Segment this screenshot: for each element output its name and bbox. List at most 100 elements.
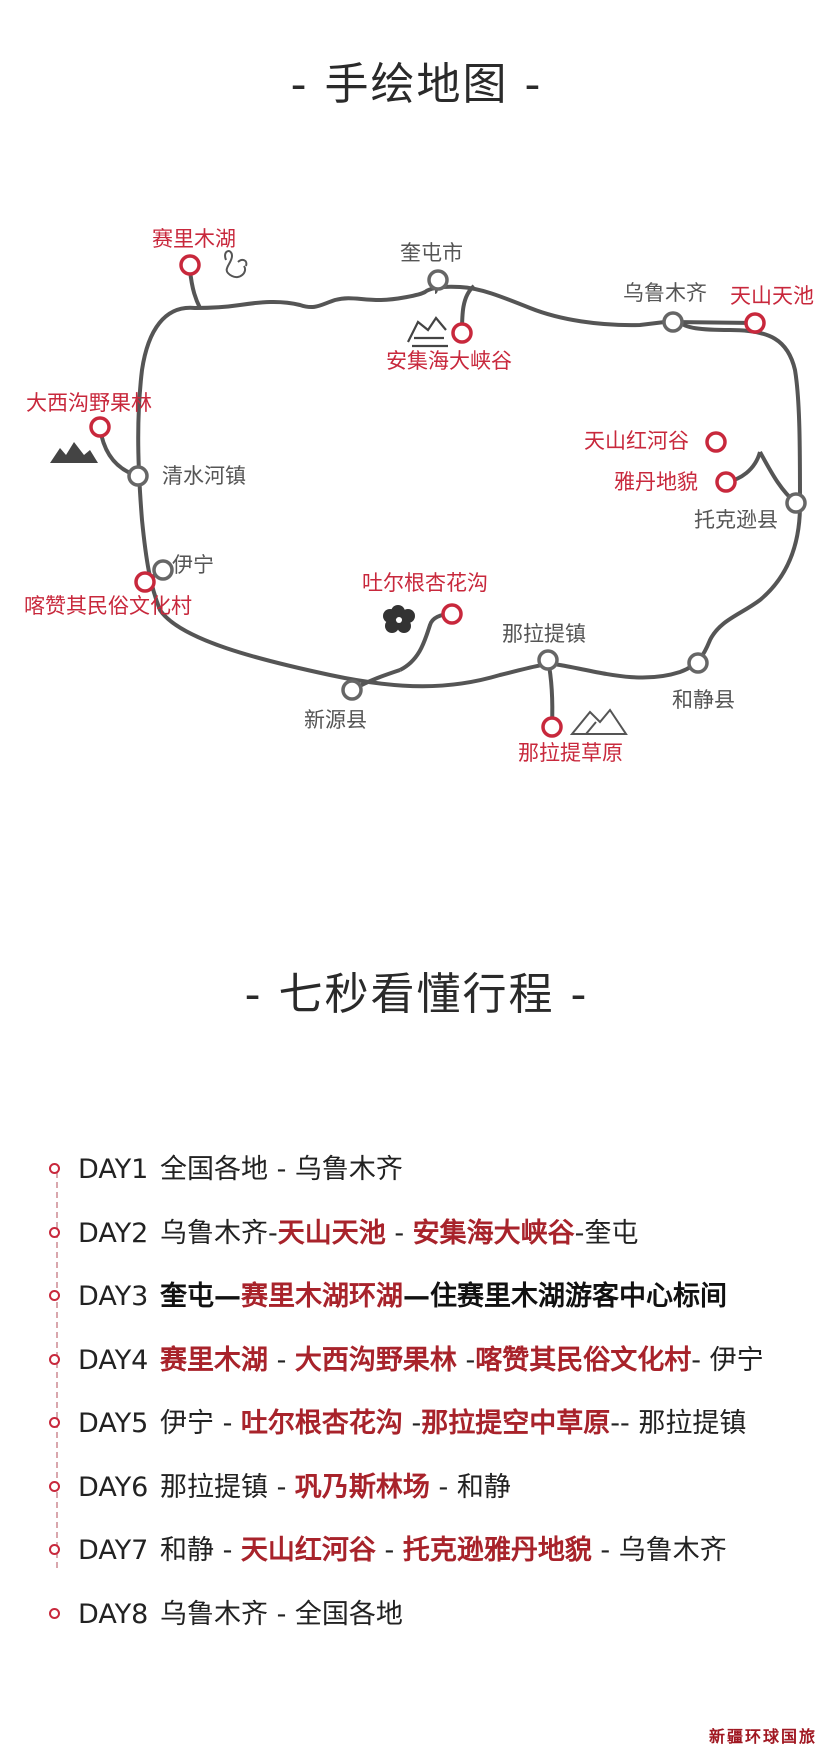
label-xinyuan: 新源县 (304, 708, 367, 732)
node-xinyuan (341, 679, 363, 701)
label-urumqi: 乌鲁木齐 (623, 281, 707, 305)
route-text: - 和静 (429, 1472, 511, 1503)
node-kazan (134, 571, 156, 593)
route-text: 全国各地 - 乌鲁木齐 (160, 1154, 403, 1185)
node-hejing (687, 652, 709, 674)
node-nalati-town (537, 649, 559, 671)
day-route: 乌鲁木齐-天山天池 - 安集海大峡谷-奎屯 (160, 1214, 638, 1254)
watermark: 新疆环球国旅 (708, 1727, 817, 1746)
label-nalati-grassland: 那拉提草原 (518, 741, 623, 765)
route-text: - (402, 1408, 422, 1439)
itinerary-section-title: - 七秒看懂行程 - (244, 969, 589, 1020)
node-yardang (715, 471, 737, 493)
route-text: 奎屯— (160, 1281, 241, 1312)
route-text: 那拉提镇 - (160, 1472, 295, 1503)
day-label: DAY8 (78, 1599, 149, 1630)
node-urumqi (662, 311, 684, 333)
label-yardang: 雅丹地貌 (614, 470, 698, 494)
route-text: - (385, 1218, 413, 1249)
route-attraction: 赛里木湖 (160, 1345, 268, 1376)
label-qingshuihe: 清水河镇 (162, 464, 246, 488)
route-text: - (268, 1345, 295, 1376)
label-nalati-town: 那拉提镇 (502, 622, 586, 646)
timeline-dot (49, 1163, 60, 1174)
route-text: —住赛里木湖游客中心标间 (403, 1281, 727, 1312)
itinerary-row: DAY2 乌鲁木齐-天山天池 - 安集海大峡谷-奎屯 (0, 1214, 833, 1254)
node-tokxun (785, 492, 807, 514)
route-attraction: 天山红河谷 (240, 1535, 376, 1566)
day-label: DAY6 (78, 1472, 149, 1503)
node-sailimu (179, 254, 201, 276)
itinerary-row: DAY1 全国各地 - 乌鲁木齐 (0, 1150, 833, 1190)
node-anjihai (451, 322, 473, 344)
route-text: 和静 - (160, 1535, 241, 1566)
day-label: DAY4 (78, 1345, 149, 1376)
label-sailimu: 赛里木湖 (152, 227, 236, 251)
node-nalati-grassland (541, 716, 563, 738)
label-tuergen: 吐尔根杏花沟 (362, 571, 488, 595)
itinerary-row: DAY7 和静 - 天山红河谷 - 托克逊雅丹地貌 - 乌鲁木齐 (0, 1531, 833, 1571)
timeline-dot (49, 1544, 60, 1555)
label-kazan: 喀赞其民俗文化村 (24, 594, 192, 618)
itinerary-row: DAY3 奎屯—赛里木湖环湖—住赛里木湖游客中心标间 (0, 1277, 833, 1317)
route-attraction: 赛里木湖环湖 (241, 1281, 403, 1312)
timeline-line (56, 1172, 58, 1568)
route-attraction: 大西沟野果林 (294, 1345, 457, 1376)
route-text: 乌鲁木齐- (160, 1218, 278, 1249)
route-text: -- 那拉提镇 (610, 1408, 747, 1439)
route-attraction: 巩乃斯林场 (294, 1472, 430, 1503)
route-attraction: 吐尔根杏花沟 (240, 1408, 403, 1439)
label-honghegu: 天山红河谷 (584, 429, 689, 453)
timeline-dot (49, 1354, 60, 1365)
day-label: DAY2 (78, 1218, 149, 1249)
label-tokxun: 托克逊县 (694, 508, 778, 532)
day-label: DAY1 (78, 1154, 149, 1185)
day-route: 全国各地 - 乌鲁木齐 (160, 1150, 403, 1190)
route-map: 赛里木湖 奎屯市 安集海大峡谷 乌鲁木齐 天山天池 大西沟野果林 清水河镇 天山… (24, 227, 814, 765)
swan-icon (224, 250, 248, 278)
day-label: DAY3 (78, 1281, 149, 1312)
timeline-dot (49, 1227, 60, 1238)
day-route: 乌鲁木齐 - 全国各地 (160, 1595, 403, 1635)
timeline-dot (49, 1417, 60, 1428)
route-text: - (456, 1345, 476, 1376)
route-text: - (375, 1535, 403, 1566)
route-branch-sailimu (188, 269, 202, 309)
route-attraction: 喀赞其民俗文化村 (475, 1345, 692, 1376)
canyon-icon (407, 316, 448, 348)
node-honghegu (705, 431, 727, 453)
label-tianchi: 天山天池 (730, 284, 814, 308)
day-route: 和静 - 天山红河谷 - 托克逊雅丹地貌 - 乌鲁木齐 (160, 1531, 727, 1571)
label-anjihai: 安集海大峡谷 (386, 349, 512, 373)
day-route: 奎屯—赛里木湖环湖—住赛里木湖游客中心标间 (160, 1277, 727, 1317)
itinerary-row: DAY8 乌鲁木齐 - 全国各地 (0, 1595, 833, 1635)
node-kuitun (427, 269, 449, 291)
route-attraction: 那拉提空中草原 (421, 1408, 611, 1439)
route-text: 乌鲁木齐 - 全国各地 (160, 1599, 403, 1630)
route-branch-tianchi (672, 320, 756, 325)
node-tianchi (744, 312, 766, 334)
route-attraction: 天山天池 (277, 1218, 386, 1249)
flower-icon (383, 605, 415, 633)
route-text: -奎屯 (574, 1218, 639, 1249)
label-hejing: 和静县 (672, 688, 735, 712)
itinerary-row: DAY6 那拉提镇 - 巩乃斯林场 - 和静 (0, 1468, 833, 1508)
route-text: 伊宁 - (160, 1408, 241, 1439)
node-yining (152, 559, 174, 581)
label-daxigou: 大西沟野果林 (26, 391, 152, 415)
label-yining: 伊宁 (172, 553, 214, 577)
label-kuitun: 奎屯市 (400, 241, 463, 265)
node-daxigou (89, 416, 111, 438)
grassland-mountain-icon (569, 708, 628, 735)
node-qingshuihe (127, 465, 149, 487)
day-route: 那拉提镇 - 巩乃斯林场 - 和静 (160, 1468, 511, 1508)
mountain-icon (50, 442, 98, 463)
day-label: DAY7 (78, 1535, 149, 1566)
day-route: 伊宁 - 吐尔根杏花沟 -那拉提空中草原-- 那拉提镇 (160, 1404, 746, 1444)
route-text: - 乌鲁木齐 (591, 1535, 727, 1566)
route-text: - 伊宁 (691, 1345, 764, 1376)
timeline-dot (49, 1608, 60, 1619)
map-section-title: - 手绘地图 - (290, 59, 543, 110)
